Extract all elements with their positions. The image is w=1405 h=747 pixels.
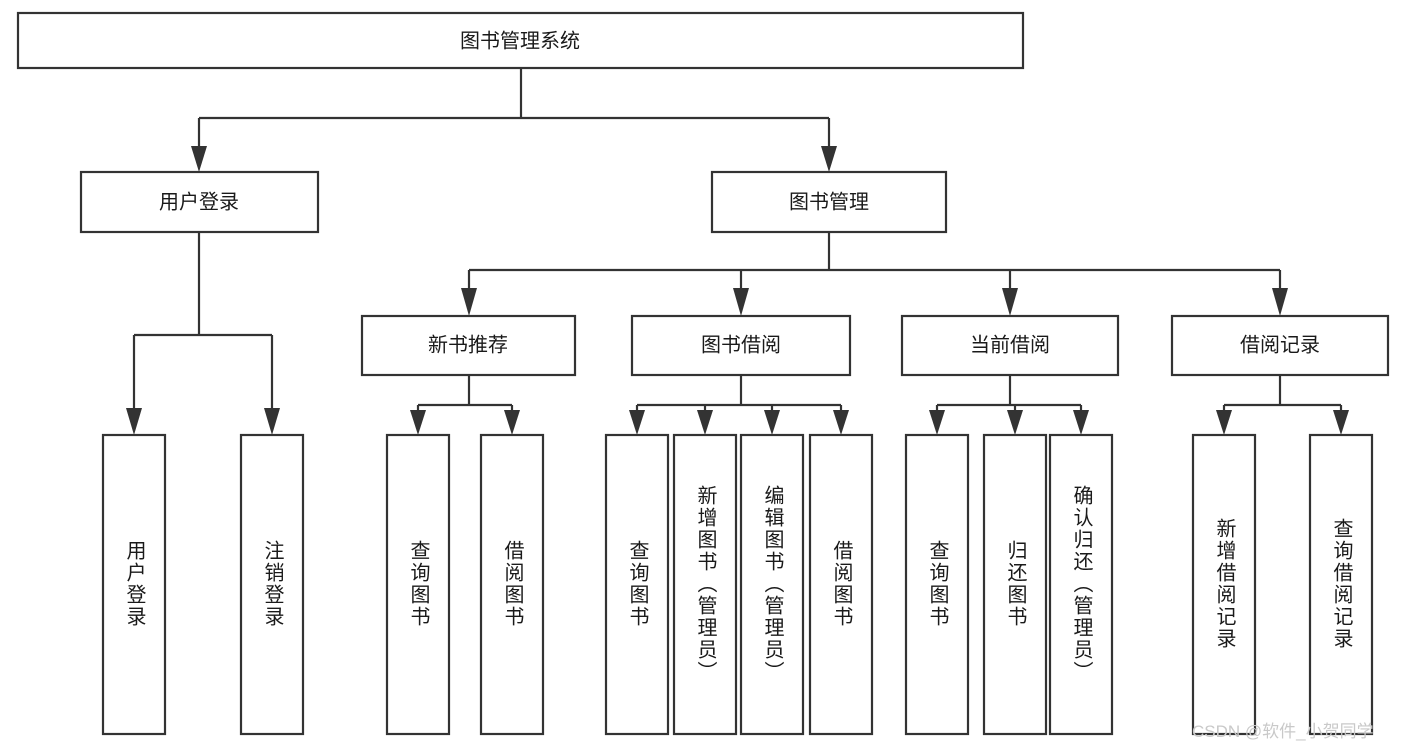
- node-leaf-user-login-label: 用户登录: [123, 540, 146, 628]
- node-leaf-add-record-label: 新增借阅记录: [1213, 518, 1236, 650]
- arrow-root-to-book-management-icon: [821, 146, 837, 172]
- node-leaf-add-book-label: 新增图书（管理员）: [694, 485, 717, 683]
- node-book-management-label: 图书管理: [789, 190, 869, 213]
- node-leaf-return-book-label: 归还图书: [1004, 540, 1027, 628]
- node-leaf-confirm-return-box[interactable]: [1048, 433, 1114, 736]
- node-title[interactable]: 图书管理系统: [16, 11, 1025, 70]
- connector-group-root: [191, 68, 837, 172]
- node-book-borrow[interactable]: 图书借阅: [630, 314, 852, 377]
- node-leaf-query-book-1[interactable]: 查询图书: [385, 433, 451, 736]
- arrow-nbr-leaf-1-icon: [410, 410, 426, 435]
- node-leaf-borrow-book-2-label: 借阅图书: [830, 540, 853, 628]
- node-book-management-box[interactable]: [710, 170, 948, 234]
- node-leaf-user-login[interactable]: 用户登录: [101, 433, 167, 736]
- node-leaf-add-record-box[interactable]: [1191, 433, 1257, 736]
- node-leaf-logout-login[interactable]: 注销登录: [239, 433, 305, 736]
- node-leaf-edit-book[interactable]: 编辑图书（管理员）: [739, 433, 805, 736]
- connector-group-new-book-recommend: [410, 375, 520, 435]
- connector-group-current-borrow: [929, 375, 1089, 435]
- node-leaf-logout-login-label: 注销登录: [261, 540, 284, 628]
- node-leaf-query-record-label: 查询借阅记录: [1330, 518, 1353, 650]
- arrow-br-leaf-1-icon: [1216, 410, 1232, 435]
- node-leaf-confirm-return-label: 确认归还（管理员）: [1070, 485, 1093, 683]
- node-leaf-return-book[interactable]: 归还图书: [982, 433, 1048, 736]
- arrow-bm-borrow-record-icon: [1272, 288, 1288, 316]
- node-leaf-borrow-book-1[interactable]: 借阅图书: [479, 433, 545, 736]
- arrow-bb-leaf-4-icon: [833, 410, 849, 435]
- node-title-box[interactable]: [16, 11, 1025, 70]
- node-leaf-query-book-2[interactable]: 查询图书: [604, 433, 670, 736]
- node-leaf-query-book-3-box[interactable]: [904, 433, 970, 736]
- node-leaf-borrow-book-1-label: 借阅图书: [501, 540, 524, 628]
- node-leaf-query-book-2-label: 查询图书: [626, 540, 649, 628]
- node-new-book-recommend[interactable]: 新书推荐: [360, 314, 577, 377]
- arrow-nbr-leaf-2-icon: [504, 410, 520, 435]
- node-book-borrow-box[interactable]: [630, 314, 852, 377]
- node-leaf-edit-book-label: 编辑图书（管理员）: [761, 485, 784, 683]
- connector-group-borrow-record: [1216, 375, 1349, 435]
- node-leaf-query-book-3-label: 查询图书: [926, 540, 949, 628]
- arrow-user-login-leaf-2-icon: [264, 408, 280, 435]
- node-borrow-record-box[interactable]: [1170, 314, 1390, 377]
- node-user-login[interactable]: 用户登录: [79, 170, 320, 234]
- arrow-cb-leaf-1-icon: [929, 410, 945, 435]
- node-leaf-confirm-return[interactable]: 确认归还（管理员）: [1048, 433, 1114, 736]
- node-leaf-query-book-3[interactable]: 查询图书: [904, 433, 970, 736]
- node-leaf-return-book-box[interactable]: [982, 433, 1048, 736]
- arrow-bb-leaf-2-icon: [697, 410, 713, 435]
- arrow-br-leaf-2-icon: [1333, 410, 1349, 435]
- connector-group-book-borrow: [629, 375, 849, 435]
- arrow-cb-leaf-2-icon: [1007, 410, 1023, 435]
- arrow-bb-leaf-1-icon: [629, 410, 645, 435]
- node-leaf-query-book-2-box[interactable]: [604, 433, 670, 736]
- arrow-bm-new-book-icon: [461, 288, 477, 316]
- arrow-user-login-leaf-1-icon: [126, 408, 142, 435]
- node-leaf-add-record[interactable]: 新增借阅记录: [1191, 433, 1257, 736]
- node-leaf-add-book[interactable]: 新增图书（管理员）: [672, 433, 738, 736]
- node-leaf-query-record-box[interactable]: [1308, 433, 1374, 736]
- node-leaf-user-login-box[interactable]: [101, 433, 167, 736]
- node-book-management[interactable]: 图书管理: [710, 170, 948, 234]
- node-leaf-query-book-1-label: 查询图书: [407, 540, 430, 628]
- node-current-borrow-box[interactable]: [900, 314, 1120, 377]
- node-leaf-edit-book-box[interactable]: [739, 433, 805, 736]
- node-borrow-record[interactable]: 借阅记录: [1170, 314, 1390, 377]
- node-leaf-add-book-box[interactable]: [672, 433, 738, 736]
- connector-group-user-login: [126, 232, 280, 435]
- arrow-bm-current-borrow-icon: [1002, 288, 1018, 316]
- node-new-book-recommend-label: 新书推荐: [428, 333, 508, 356]
- node-current-borrow[interactable]: 当前借阅: [900, 314, 1120, 377]
- node-book-borrow-label: 图书借阅: [701, 333, 781, 356]
- node-user-login-label: 用户登录: [159, 190, 239, 213]
- watermark-label: CSDN @软件_小贺同学: [1192, 722, 1374, 741]
- node-title-label: 图书管理系统: [460, 29, 580, 52]
- arrow-cb-leaf-3-icon: [1073, 410, 1089, 435]
- node-current-borrow-label: 当前借阅: [970, 333, 1050, 356]
- arrow-bb-leaf-3-icon: [764, 410, 780, 435]
- node-leaf-borrow-book-2-box[interactable]: [808, 433, 874, 736]
- node-leaf-query-book-1-box[interactable]: [385, 433, 451, 736]
- node-user-login-box[interactable]: [79, 170, 320, 234]
- node-leaf-borrow-book-2[interactable]: 借阅图书: [808, 433, 874, 736]
- connector-group-book-management: [461, 232, 1288, 316]
- node-leaf-logout-login-box[interactable]: [239, 433, 305, 736]
- node-borrow-record-label: 借阅记录: [1240, 333, 1320, 356]
- node-new-book-recommend-box[interactable]: [360, 314, 577, 377]
- arrow-root-to-user-login-icon: [191, 146, 207, 172]
- node-leaf-query-record[interactable]: 查询借阅记录: [1308, 433, 1374, 736]
- node-leaf-borrow-book-1-box[interactable]: [479, 433, 545, 736]
- arrow-bm-book-borrow-icon: [733, 288, 749, 316]
